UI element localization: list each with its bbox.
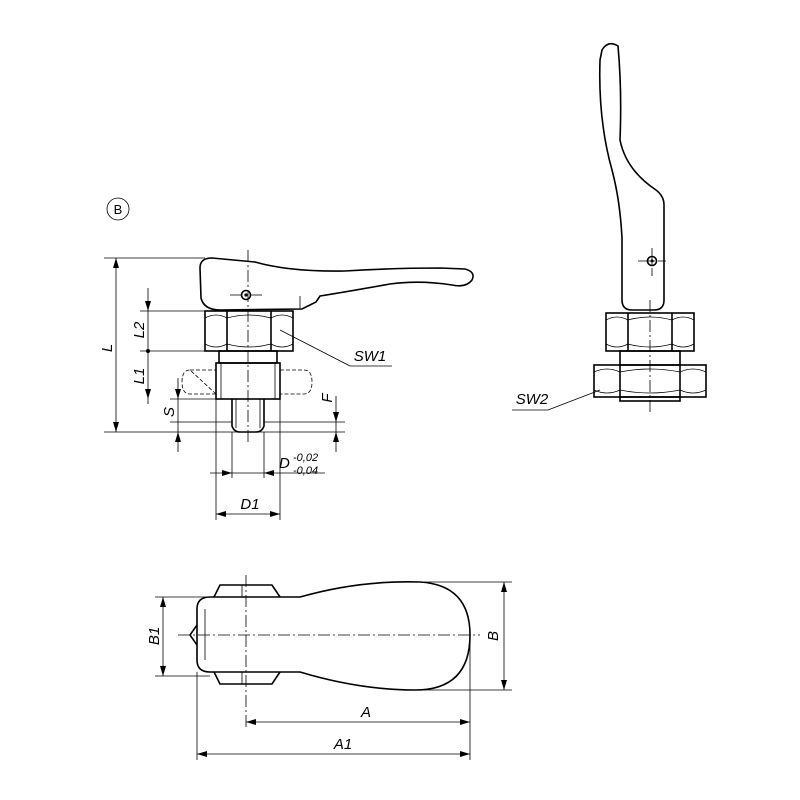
view-marker-label: B: [114, 202, 123, 217]
front-view-dimensions: [104, 257, 392, 520]
dim-D-tol-upper: -0,02: [293, 452, 318, 464]
dim-L2-label: L2: [131, 321, 148, 338]
side-view: [512, 42, 707, 415]
dim-F-label: F: [319, 393, 336, 403]
sw2-label: SW2: [516, 391, 549, 408]
dim-D-label: D: [279, 455, 290, 472]
dim-A-label: A: [360, 704, 371, 721]
sw1-label: SW1: [354, 348, 387, 365]
dim-B-label: B: [485, 631, 502, 641]
dim-L1-label: L1: [131, 368, 148, 385]
side-lever: [598, 42, 665, 311]
view-marker: B: [106, 197, 130, 221]
hex-nut-sw1: [204, 310, 294, 352]
dim-D-tol-lower: -0,04: [293, 465, 318, 477]
dim-D1-label: D1: [240, 496, 259, 513]
top-lever-outline: [196, 580, 471, 691]
dim-L-label: L: [99, 344, 116, 352]
top-view: [178, 575, 480, 730]
dim-B1-label: B1: [146, 627, 163, 645]
top-view-dimensions: [155, 581, 512, 760]
dim-S-label: S: [161, 407, 178, 417]
lock-nut-hidden: [181, 369, 313, 395]
front-view: [181, 250, 474, 445]
dim-A1-label: A1: [333, 736, 352, 753]
lever-handle: [199, 257, 474, 311]
